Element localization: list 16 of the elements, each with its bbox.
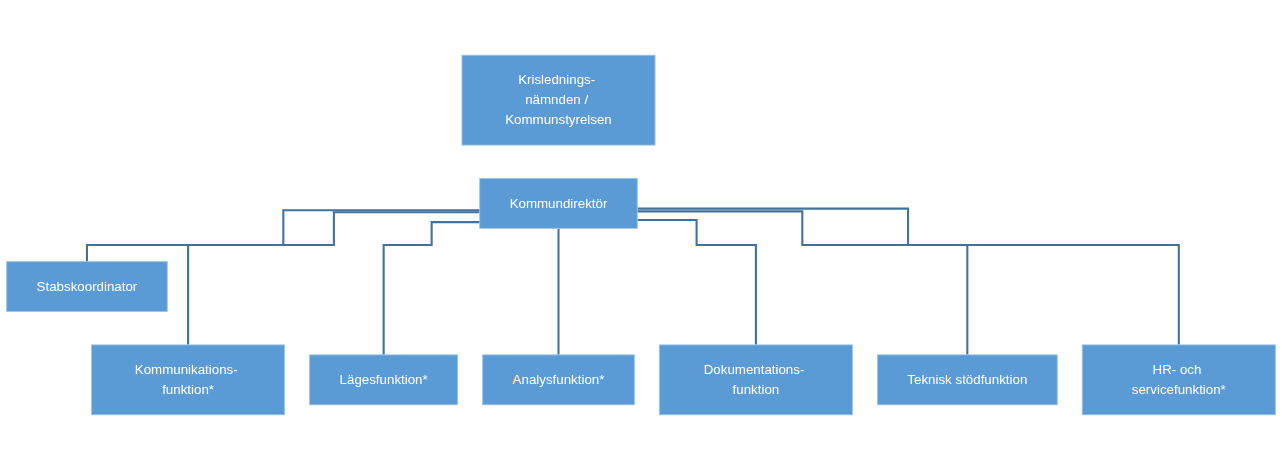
node-box: Analysfunktion* (482, 354, 635, 406)
connector (557, 227, 560, 356)
node-box: Teknisk stödfunktion (877, 354, 1058, 406)
connector (637, 210, 969, 356)
node-box: HR- och servicefunktion* (1081, 344, 1276, 416)
connector (637, 218, 757, 346)
node-box: Lägesfunktion* (309, 354, 459, 406)
node-box: Kommunikations- funktion* (91, 344, 286, 416)
node-box: Krislednings- nämnden / Kommunstyrelsen (461, 54, 656, 146)
node-box: Stabskoordinator (6, 261, 168, 312)
connector (187, 211, 480, 346)
node-box: Kommundirektör (479, 178, 638, 229)
connector (637, 207, 1180, 346)
connector (85, 209, 480, 263)
node-box: Dokumentations- funktion (658, 344, 853, 416)
connector (382, 221, 480, 356)
